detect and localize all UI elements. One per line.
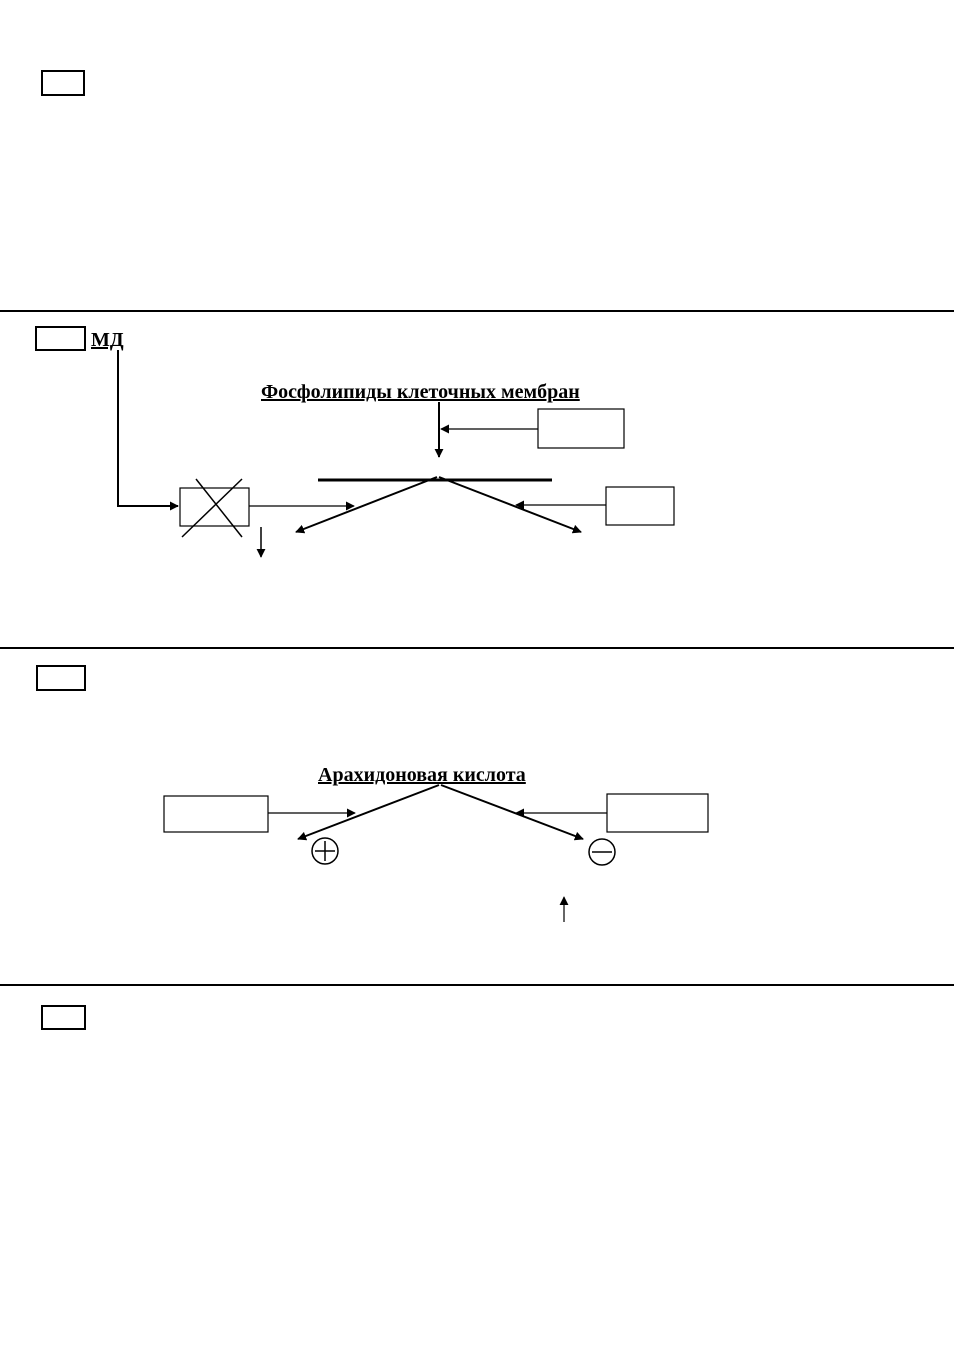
s2-left-branch-arrow [295, 476, 438, 534]
md-label: МД [91, 329, 124, 351]
md-connector-arrow [117, 350, 179, 511]
s4-answer-box[interactable] [41, 1005, 86, 1030]
s2-right-enzyme-box[interactable] [605, 486, 675, 526]
s2-answer-box[interactable] [35, 326, 86, 351]
s2-right-branch-arrow [438, 476, 582, 534]
s3-left-enzyme-box[interactable] [163, 795, 269, 833]
s3-answer-box[interactable] [36, 665, 86, 691]
s3-right-branch-arrow [440, 784, 584, 841]
plus-circle-icon [311, 837, 339, 865]
s2-inhibited-enzyme-box[interactable] [179, 487, 250, 527]
s3-right-enzyme-box[interactable] [606, 793, 709, 833]
arachidonic-acid-title: Арахидоновая кислота [318, 764, 526, 786]
s1-answer-box[interactable] [41, 70, 85, 96]
minus-circle-icon [588, 838, 616, 866]
s3-left-branch-arrow [297, 784, 440, 841]
phospholipids-title: Фосфолипиды клеточных мембран [261, 381, 580, 403]
s2-top-enzyme-box[interactable] [537, 408, 625, 449]
cross-mark-icon [181, 478, 243, 538]
